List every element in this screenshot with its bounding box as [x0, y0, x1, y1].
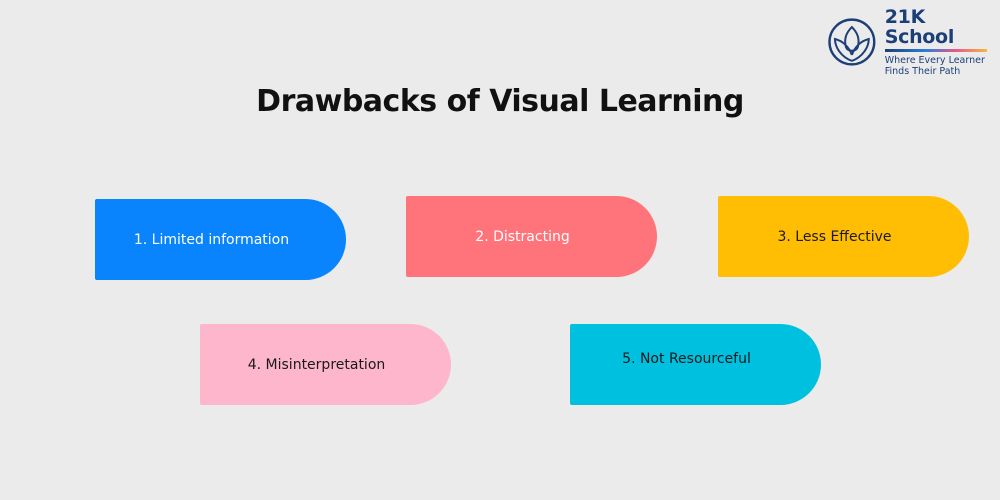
drawback-card-1: 1. Limited information	[95, 199, 346, 280]
drawback-card-4: 4. Misinterpretation	[200, 324, 451, 405]
page-title: Drawbacks of Visual Learning	[256, 84, 744, 119]
card-label: 5. Not Resourceful	[622, 351, 751, 367]
card-label: 4. Misinterpretation	[247, 356, 386, 373]
drawback-card-3: 3. Less Effective	[718, 196, 969, 277]
card-label: 1. Limited information	[133, 231, 290, 248]
card-label: 3. Less Effective	[777, 228, 892, 245]
brand-logo: 21K School Where Every Learner Finds The…	[827, 7, 1000, 77]
drawback-card-2: 2. Distracting	[406, 196, 657, 277]
brand-gradient-bar	[884, 49, 987, 52]
brand-name: 21K School	[884, 6, 955, 48]
card-label: 2. Distracting	[475, 228, 570, 245]
brand-tagline-1: Where Every Learner	[884, 55, 985, 66]
lotus-circle-icon	[828, 18, 876, 66]
drawback-card-5: 5. Not Resourceful	[570, 324, 821, 405]
brand-tagline-2: Finds Their Path	[884, 66, 961, 77]
